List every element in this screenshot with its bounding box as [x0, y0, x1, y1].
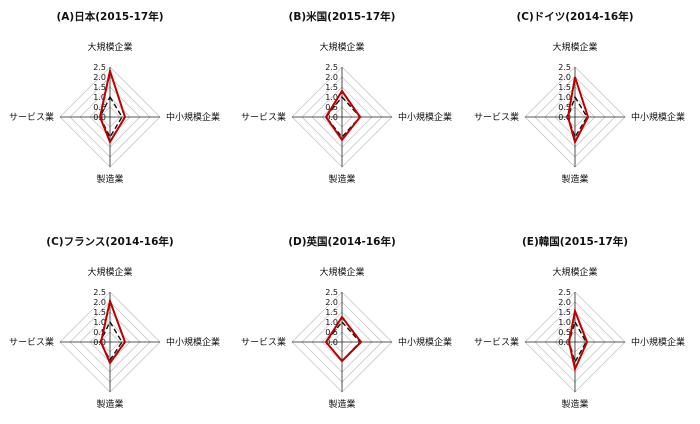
- axis-label: 大規模企業: [319, 41, 364, 53]
- tick-label: 1.0: [325, 318, 338, 327]
- series-dashed-black: [325, 95, 361, 139]
- tick-label: 0.0: [558, 113, 571, 122]
- tick-label: 0.0: [558, 338, 571, 347]
- axis-label: サービス業: [241, 111, 286, 123]
- panel-title: (C)フランス(2014-16年): [46, 235, 173, 248]
- tick-label: 1.0: [93, 93, 106, 102]
- axis-label: サービス業: [9, 336, 54, 348]
- axis-label: 製造業: [96, 398, 123, 410]
- tick-label: 2.5: [558, 288, 571, 297]
- tick-label: 0.5: [93, 103, 106, 112]
- tick-label: 2.0: [93, 73, 106, 82]
- radar-panel-6: (E)韓国(2015-17年) 2.52.01.51.00.50.0 大規模企業中小…: [474, 235, 685, 410]
- tick-label: 1.0: [558, 318, 571, 327]
- radar-panel-5: (D)英国(2014-16年)2.52.01.51.00.50.0大規模企業中小…: [241, 235, 452, 410]
- axis-label: サービス業: [474, 336, 519, 348]
- tick-label: 1.5: [558, 308, 571, 317]
- radar-panel-2: (B)米国(2015-17年)2.52.01.51.00.50.0大規模企業中小…: [241, 10, 452, 185]
- axis-label: 大規模企業: [319, 266, 364, 278]
- axis-label: 製造業: [96, 173, 123, 185]
- series-dashed-black: [99, 95, 123, 139]
- axis-label: 中小規模企業: [631, 336, 685, 348]
- tick-label: 1.0: [558, 93, 571, 102]
- axis-label: サービス業: [9, 111, 54, 123]
- series-solid-red: [566, 76, 590, 145]
- axis-label: 中小規模企業: [398, 336, 452, 348]
- axis-label: サービス業: [241, 336, 286, 348]
- axis-label: 中小規模企業: [398, 111, 452, 123]
- tick-label: 2.5: [325, 63, 338, 72]
- series-solid-red: [567, 307, 589, 373]
- series-dashed-black: [325, 320, 361, 363]
- tick-label: 0.5: [93, 328, 106, 337]
- axis-label: 大規模企業: [552, 266, 597, 278]
- tick-label: 2.0: [558, 298, 571, 307]
- tick-label: 2.5: [93, 288, 106, 297]
- tick-label: 2.0: [325, 298, 338, 307]
- tick-label: 1.5: [325, 83, 338, 92]
- panel-title: (A)日本(2015-17年): [56, 10, 163, 23]
- panel-title: (C)ドイツ(2014-16年): [516, 10, 633, 23]
- radar-panel-4: (C)フランス(2014-16年)2.52.01.51.00.50.0大規模企業…: [9, 235, 220, 410]
- tick-label: 1.5: [93, 83, 106, 92]
- tick-label: 1.5: [558, 83, 571, 92]
- tick-label: 2.0: [558, 73, 571, 82]
- panel-title: (E)韓国(2015-17年): [522, 235, 628, 248]
- radar-panel-1: (A)日本(2015-17年)2.52.01.51.00.50.0大規模企業中小…: [9, 10, 220, 185]
- axis-label: 製造業: [328, 398, 355, 410]
- tick-label: 1.0: [325, 93, 338, 102]
- series-solid-red: [324, 89, 362, 142]
- axis-label: 中小規模企業: [631, 111, 685, 123]
- tick-label: 1.5: [325, 308, 338, 317]
- axis-label: 製造業: [561, 398, 588, 410]
- radar-panel-3: (C)ドイツ(2014-16年) 2.52.01.51.00.50.0 大規模企業中…: [474, 10, 685, 185]
- tick-label: 0.0: [325, 113, 338, 122]
- series-solid-red: [98, 67, 127, 145]
- tick-label: 2.5: [93, 63, 106, 72]
- axis-label: サービス業: [474, 111, 519, 123]
- tick-label: 0.5: [558, 103, 571, 112]
- series-solid-red: [99, 297, 127, 366]
- axis-label: 中小規模企業: [166, 336, 220, 348]
- tick-label: 2.5: [325, 288, 338, 297]
- panel-title: (B)米国(2015-17年): [289, 10, 396, 23]
- axis-label: 大規模企業: [87, 41, 132, 53]
- tick-label: 0.5: [558, 328, 571, 337]
- tick-label: 2.5: [558, 63, 571, 72]
- tick-label: 2.0: [93, 298, 106, 307]
- axis-label: 大規模企業: [87, 266, 132, 278]
- axis-label: 中小規模企業: [166, 111, 220, 123]
- tick-label: 0.0: [325, 338, 338, 347]
- tick-label: 1.5: [93, 308, 106, 317]
- tick-label: 2.0: [325, 73, 338, 82]
- axis-label: 製造業: [561, 173, 588, 185]
- series-dashed-black: [567, 95, 588, 139]
- series-solid-red: [324, 315, 363, 363]
- tick-label: 1.0: [93, 318, 106, 327]
- axis-label: 大規模企業: [552, 41, 597, 53]
- panel-title: (D)英国(2014-16年): [288, 235, 396, 248]
- axis-label: 製造業: [328, 173, 355, 185]
